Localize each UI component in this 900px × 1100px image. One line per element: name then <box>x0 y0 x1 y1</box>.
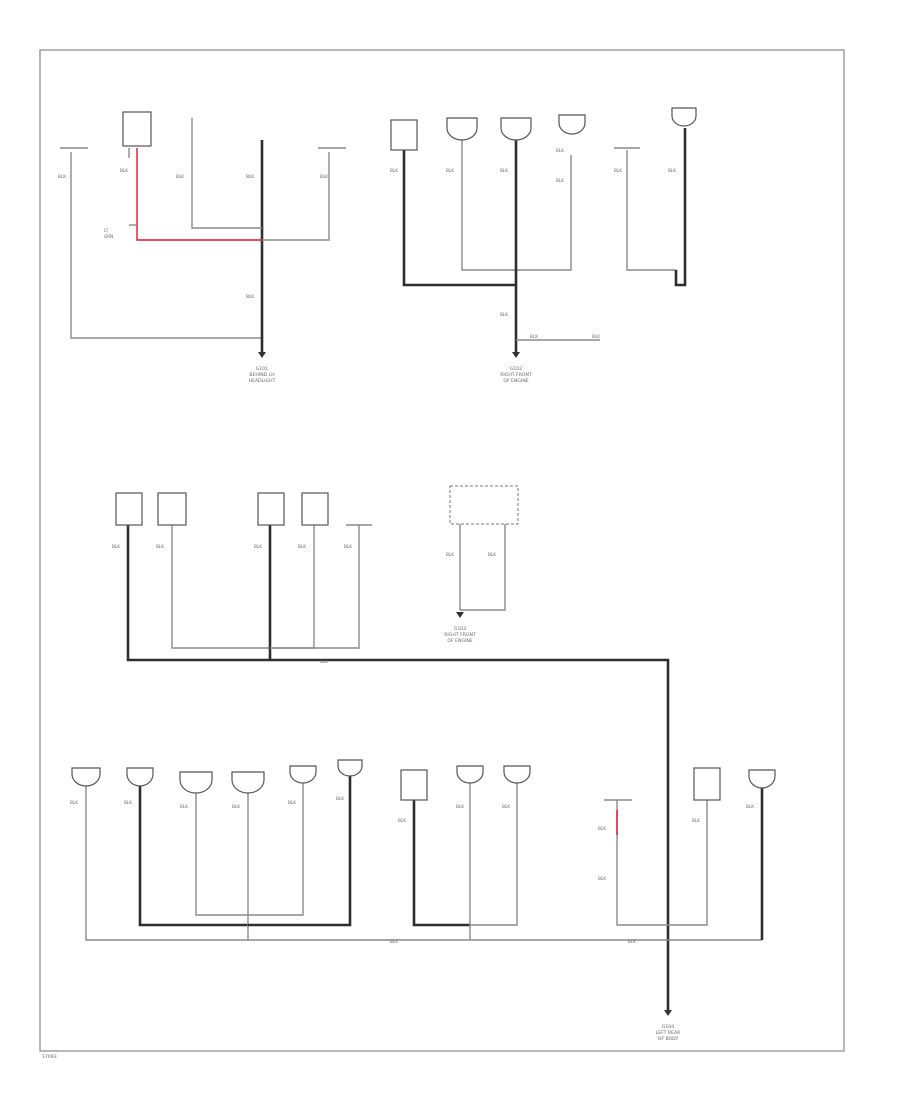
svg-text:HEADLIGHT: HEADLIGHT <box>249 378 276 384</box>
section-2-wiring: BLK BLK BLK BLK BLK BLK BLK BLK BLK BLK <box>390 107 697 358</box>
svg-text:BLK: BLK <box>180 804 188 809</box>
svg-text:BLK: BLK <box>232 804 240 809</box>
svg-text:BLK: BLK <box>500 312 508 317</box>
svg-text:OF ENGINE: OF ENGINE <box>503 378 528 384</box>
svg-text:BLK: BLK <box>456 804 464 809</box>
lamp-b1 <box>71 767 101 787</box>
svg-text:BLK: BLK <box>530 334 538 339</box>
diagram-border <box>39 49 845 1052</box>
lamp-b5 <box>289 765 317 784</box>
svg-text:G103: G103 <box>454 626 466 632</box>
component-switch-4 <box>301 492 329 526</box>
connector-module <box>449 485 519 525</box>
ground-label-g2: G102 RIGHT FRONT OF ENGINE <box>500 366 532 384</box>
footer-code: 17093 <box>42 1054 57 1060</box>
svg-text:OF BODY: OF BODY <box>658 1036 679 1042</box>
svg-text:BLK: BLK <box>112 544 120 549</box>
svg-text:BLK: BLK <box>344 544 352 549</box>
svg-text:RIGHT FRONT: RIGHT FRONT <box>500 372 532 378</box>
lamp-b9 <box>748 769 776 789</box>
svg-text:BLK: BLK <box>628 939 636 944</box>
svg-text:BLK: BLK <box>320 659 328 664</box>
lamp-b3 <box>179 771 213 794</box>
svg-text:LEFT REAR: LEFT REAR <box>656 1030 682 1036</box>
component-switch-1 <box>115 492 143 526</box>
svg-text:G104: G104 <box>662 1024 674 1030</box>
svg-text:LT: LT <box>104 228 109 233</box>
component-motor <box>693 767 721 801</box>
component-switch-2 <box>157 492 187 526</box>
svg-text:BLK: BLK <box>446 552 454 557</box>
svg-text:OF ENGINE: OF ENGINE <box>447 638 472 644</box>
svg-text:GRN: GRN <box>104 234 113 239</box>
svg-text:BLK: BLK <box>246 294 254 299</box>
svg-text:BLK: BLK <box>598 876 606 881</box>
svg-text:BLK: BLK <box>746 804 754 809</box>
svg-text:BLK: BLK <box>446 168 454 173</box>
section-3-wiring: BLK BLK BLK BLK BLK BLK BLK BLK <box>112 485 670 1010</box>
section-1-wiring: BLK BLK BLK BLK BLK BLK LT GRN <box>58 111 346 358</box>
lamp-b4 <box>231 771 265 794</box>
svg-text:BLK: BLK <box>398 818 406 823</box>
svg-text:BLK: BLK <box>500 168 508 173</box>
component-relay <box>122 111 152 147</box>
svg-text:BLK: BLK <box>614 168 622 173</box>
ground-label-g1: G101 BEHIND LH HEADLIGHT <box>249 366 276 384</box>
svg-text:BLK: BLK <box>58 174 66 179</box>
lamp-b2 <box>126 767 154 787</box>
lamp-3 <box>558 114 586 135</box>
svg-text:BLK: BLK <box>254 544 262 549</box>
ground-label-g4: G104 LEFT REAR OF BODY <box>656 1024 682 1042</box>
svg-text:BLK: BLK <box>598 826 606 831</box>
svg-text:BLK: BLK <box>176 174 184 179</box>
component-sensor <box>390 119 418 151</box>
svg-text:BLK: BLK <box>692 818 700 823</box>
svg-text:BLK: BLK <box>320 174 328 179</box>
svg-text:BLK: BLK <box>156 544 164 549</box>
component-switch-3 <box>257 492 285 526</box>
svg-text:BLK: BLK <box>556 178 564 183</box>
svg-text:BLK: BLK <box>288 800 296 805</box>
lamp-2 <box>500 117 532 141</box>
svg-text:G102: G102 <box>510 366 522 372</box>
lamp-4 <box>671 107 697 127</box>
section-4-wiring: BLK BLK BLK BLK BLK BLK BLK BLK BLK BLK … <box>70 759 776 1016</box>
svg-text:BLK: BLK <box>70 800 78 805</box>
ground-label-g3: G103 RIGHT FRONT OF ENGINE <box>444 626 476 644</box>
lamp-b7 <box>456 765 484 784</box>
lamp-b8 <box>503 765 531 784</box>
svg-text:BLK: BLK <box>592 334 600 339</box>
lamp-1 <box>446 117 478 141</box>
component-horn <box>400 769 428 801</box>
svg-text:BLK: BLK <box>556 148 564 153</box>
svg-text:BLK: BLK <box>502 804 510 809</box>
svg-text:BEHIND LH: BEHIND LH <box>249 372 274 378</box>
svg-text:BLK: BLK <box>120 168 128 173</box>
svg-text:BLK: BLK <box>124 800 132 805</box>
svg-text:BLK: BLK <box>336 796 344 801</box>
svg-text:BLK: BLK <box>246 174 254 179</box>
svg-text:BLK: BLK <box>390 168 398 173</box>
svg-text:BLK: BLK <box>298 544 306 549</box>
lamp-b6 <box>337 759 363 777</box>
svg-text:G101: G101 <box>256 366 268 372</box>
svg-text:RIGHT FRONT: RIGHT FRONT <box>444 632 476 638</box>
svg-text:BLK: BLK <box>668 168 676 173</box>
svg-text:BLK: BLK <box>390 939 398 944</box>
svg-text:BLK: BLK <box>488 552 496 557</box>
